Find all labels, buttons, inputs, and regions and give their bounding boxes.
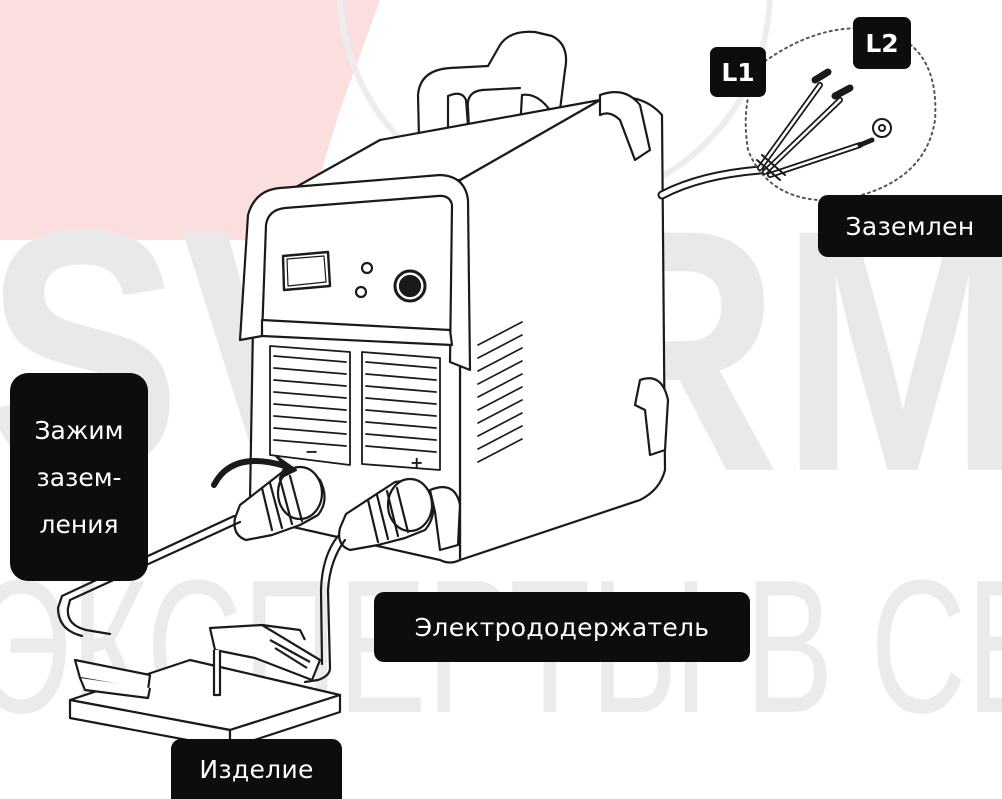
ring-terminal bbox=[873, 119, 891, 137]
electrode-holder-label: Электрододержатель bbox=[374, 592, 750, 662]
ground-clamp-label-line: ления bbox=[40, 501, 119, 548]
indicator-led bbox=[362, 263, 372, 273]
ground-clamp-label-line: Зажим bbox=[35, 407, 124, 454]
terminal-minus-mark: − bbox=[305, 442, 318, 461]
ground-clamp-label-line: зазем- bbox=[36, 454, 121, 501]
terminal-plus-mark: + bbox=[410, 453, 423, 472]
wire-tag-l2: L2 bbox=[853, 17, 911, 69]
indicator-led bbox=[356, 287, 366, 297]
vent-grille-right bbox=[362, 352, 440, 470]
wire-tag-l1: L1 bbox=[710, 47, 766, 97]
workpiece-label: Изделие bbox=[171, 739, 342, 799]
machine-side bbox=[460, 97, 665, 560]
ground-clamp-label: Зажим зазем- ления bbox=[10, 373, 148, 581]
grounded-label: Заземлен bbox=[818, 195, 1002, 257]
